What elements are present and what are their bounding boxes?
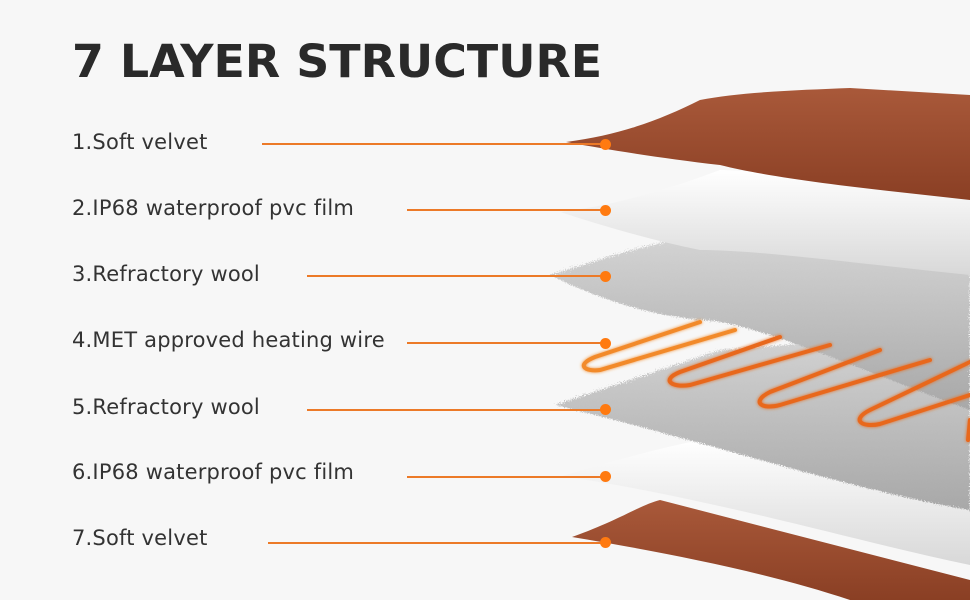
- leader-line-1: [262, 143, 602, 145]
- layer-label-5: 5.Refractory wool: [72, 395, 260, 419]
- layer-5-wool-shape: [555, 330, 970, 510]
- layer-marker-dot-6: [600, 471, 611, 482]
- layer-marker-dot-7: [600, 537, 611, 548]
- leader-line-5: [307, 409, 602, 411]
- layer-marker-dot-2: [600, 205, 611, 216]
- layer-label-6: 6.IP68 waterproof pvc film: [72, 460, 355, 484]
- leader-line-4: [407, 342, 602, 344]
- leader-line-7: [268, 542, 602, 544]
- layer-label-4: 4.MET approved heating wire: [72, 328, 385, 352]
- heating-wire-shape: [581, 320, 970, 442]
- page-title: 7 LAYER STRUCTURE: [72, 35, 603, 88]
- layer-2-film-shape: [560, 170, 970, 275]
- layer-1-velvet-shape: [566, 88, 970, 200]
- layer-marker-dot-4: [600, 338, 611, 349]
- leader-line-3: [307, 275, 602, 277]
- layer-7-velvet-shape: [572, 500, 970, 600]
- layer-label-7: 7.Soft velvet: [72, 526, 208, 550]
- layer-3-wool-shape: [550, 235, 970, 410]
- layer-marker-dot-5: [600, 404, 611, 415]
- layer-marker-dot-3: [600, 271, 611, 282]
- leader-line-6: [407, 476, 602, 478]
- layer-label-3: 3.Refractory wool: [72, 262, 260, 286]
- leader-line-2: [407, 209, 602, 211]
- layer-marker-dot-1: [600, 139, 611, 150]
- layer-label-2: 2.IP68 waterproof pvc film: [72, 196, 355, 220]
- layer-label-1: 1.Soft velvet: [72, 130, 208, 154]
